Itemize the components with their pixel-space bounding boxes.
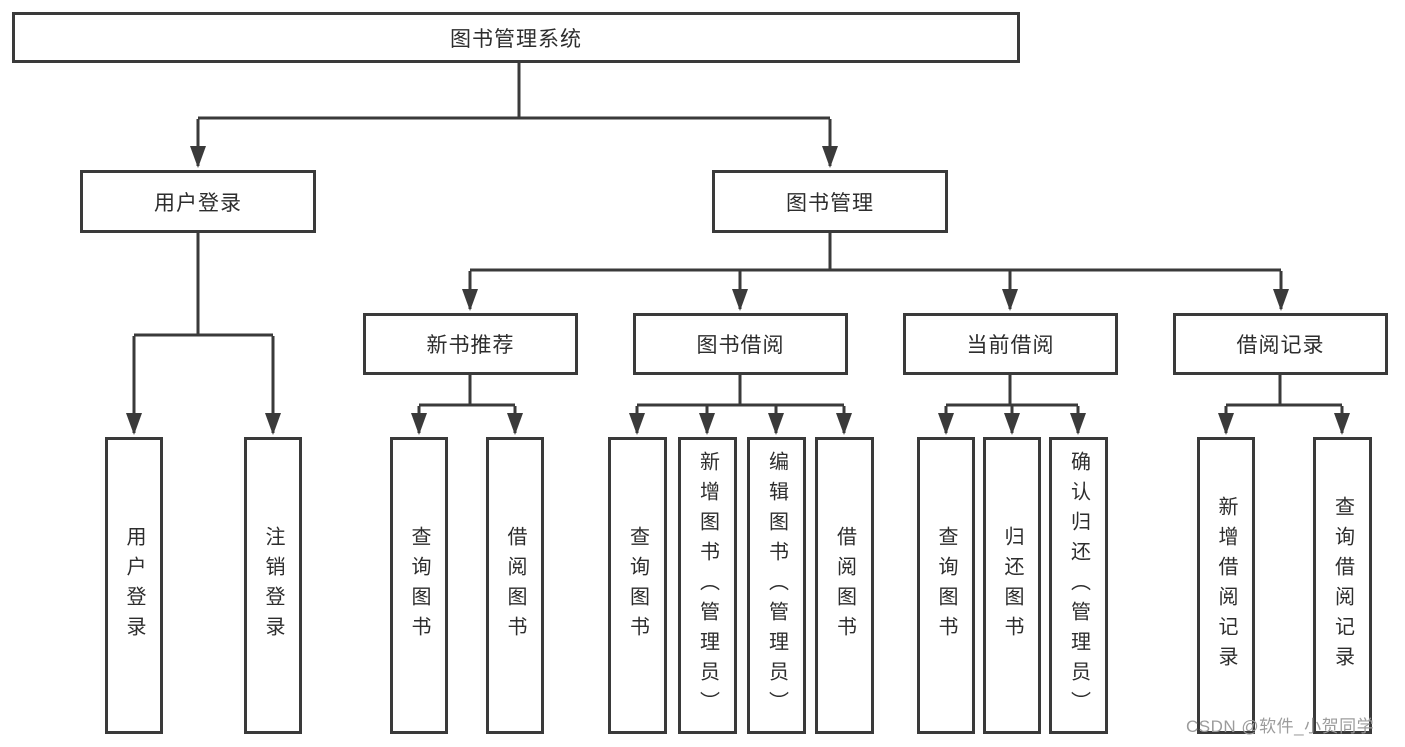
leaf-borrow-add-books-admin-label: 新增图书（管理员） [696, 450, 719, 721]
leaf-current-confirm-return-admin: 确认归还（管理员） [1049, 437, 1108, 734]
leaf-record-add-borrow-record: 新增借阅记录 [1197, 437, 1255, 734]
leaf-current-confirm-return-admin-label: 确认归还（管理员） [1067, 450, 1090, 721]
leaf-recommend-borrow-books: 借阅图书 [486, 437, 544, 734]
leaf-recommend-query-books-label: 查询图书 [408, 525, 430, 646]
leaf-logout-login: 注销登录 [244, 437, 302, 734]
node-book-management: 图书管理 [712, 170, 948, 233]
node-new-book-recommend: 新书推荐 [363, 313, 578, 375]
leaf-current-query-books-label: 查询图书 [935, 525, 957, 646]
leaf-current-return-books: 归还图书 [983, 437, 1041, 734]
leaf-borrow-edit-books-admin: 编辑图书（管理员） [747, 437, 806, 734]
node-borrow-record: 借阅记录 [1173, 313, 1388, 375]
node-current-borrow: 当前借阅 [903, 313, 1118, 375]
leaf-recommend-query-books: 查询图书 [390, 437, 448, 734]
leaf-user-login: 用户登录 [105, 437, 163, 734]
leaf-logout-login-label: 注销登录 [262, 525, 284, 646]
leaf-recommend-borrow-books-label: 借阅图书 [504, 525, 526, 646]
leaf-borrow-edit-books-admin-label: 编辑图书（管理员） [765, 450, 788, 721]
leaf-borrow-add-books-admin: 新增图书（管理员） [678, 437, 737, 734]
leaf-user-login-label: 用户登录 [123, 525, 145, 646]
watermark: CSDN @软件_小贺同学 [1186, 717, 1375, 736]
leaf-borrow-query-books: 查询图书 [608, 437, 667, 734]
leaf-borrow-borrow-books-label: 借阅图书 [833, 525, 856, 646]
leaf-record-query-borrow-record-label: 查询借阅记录 [1331, 495, 1354, 676]
node-user-login: 用户登录 [80, 170, 316, 233]
node-book-borrow: 图书借阅 [633, 313, 848, 375]
leaf-current-return-books-label: 归还图书 [1001, 525, 1023, 646]
leaf-current-query-books: 查询图书 [917, 437, 975, 734]
node-root: 图书管理系统 [12, 12, 1020, 63]
connector-skeleton [134, 63, 1342, 407]
leaf-record-add-borrow-record-label: 新增借阅记录 [1215, 495, 1237, 676]
leaf-borrow-query-books-label: 查询图书 [626, 525, 649, 646]
leaf-record-query-borrow-record: 查询借阅记录 [1313, 437, 1372, 734]
leaf-borrow-borrow-books: 借阅图书 [815, 437, 874, 734]
